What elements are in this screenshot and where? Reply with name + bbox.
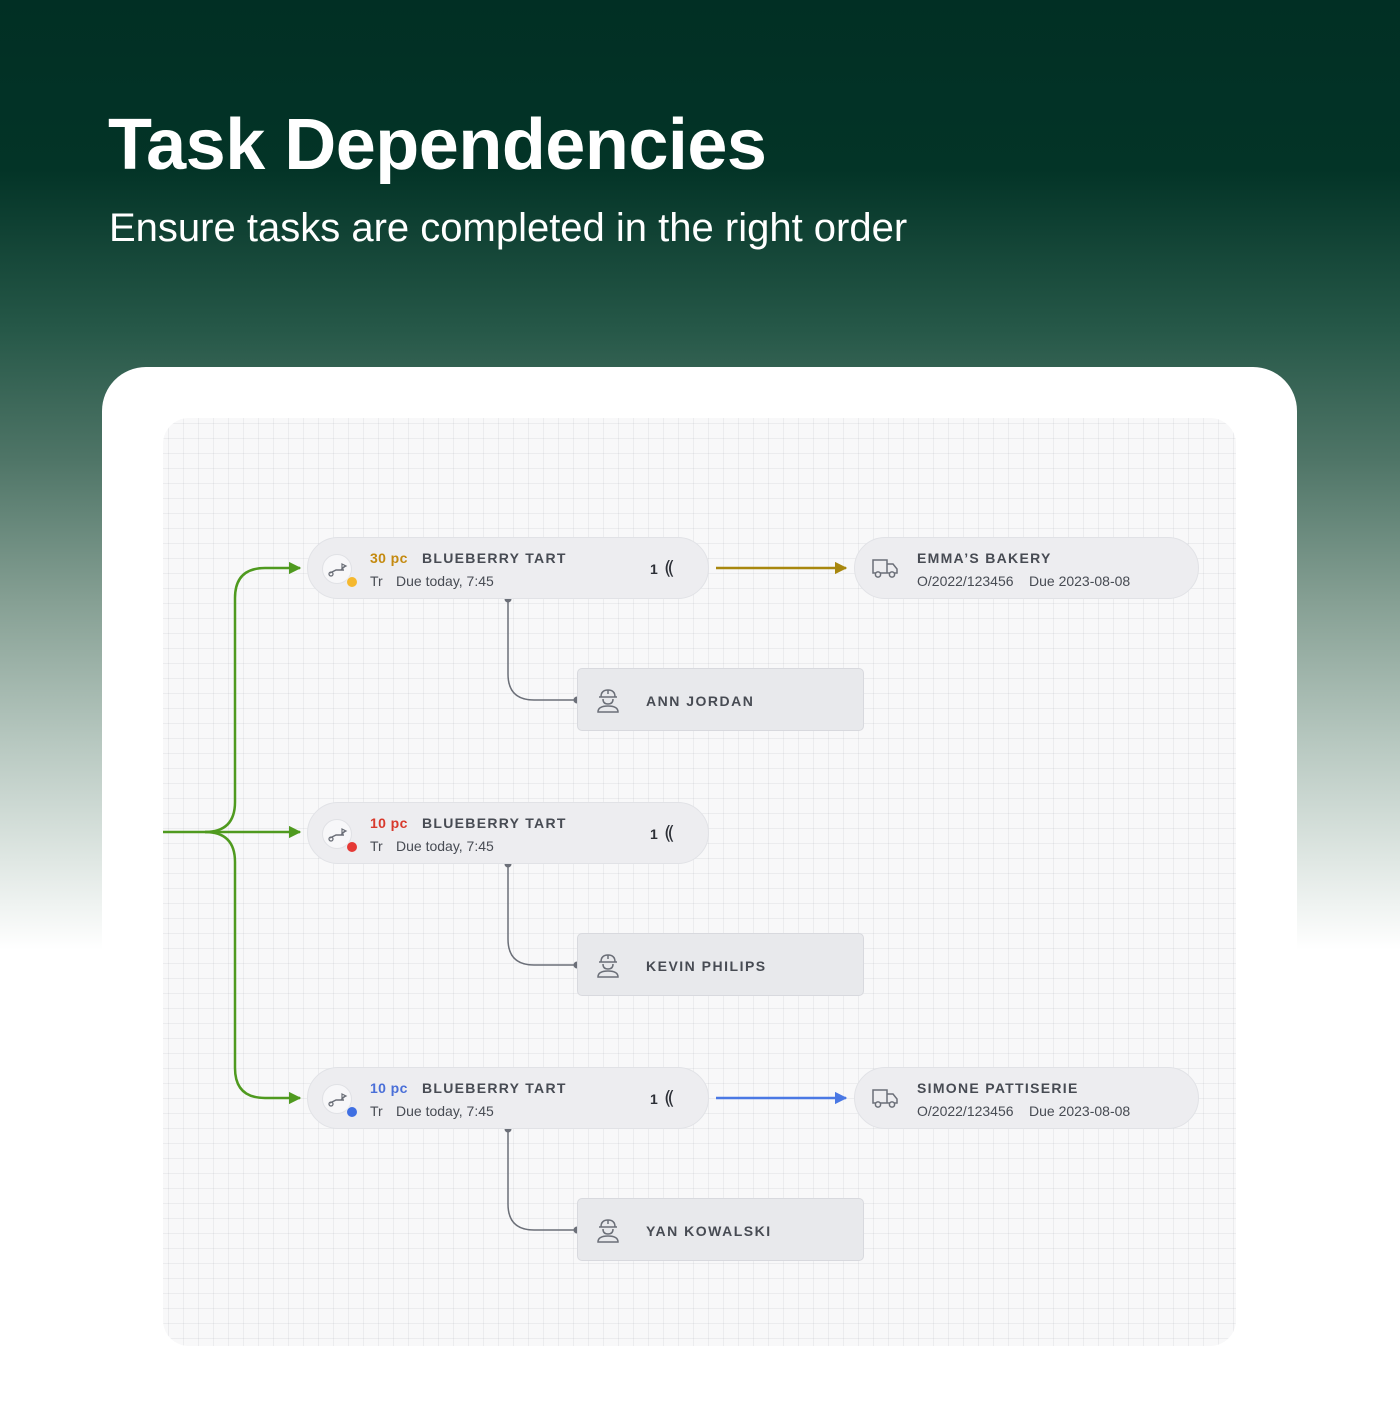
task-product: BLUEBERRY TART	[422, 815, 567, 831]
status-dot	[346, 576, 358, 588]
signal-icon: ((	[664, 557, 675, 579]
order-due: Due 2023-08-08	[1029, 1103, 1131, 1119]
task-product: BLUEBERRY TART	[422, 550, 567, 566]
customer-name: EMMA’S BAKERY	[917, 550, 1052, 566]
task-due: Due today, 7:45	[396, 838, 494, 854]
task-count: 1	[650, 826, 658, 842]
task-tag: Tr	[370, 838, 383, 854]
task-count: 1	[650, 1091, 658, 1107]
task-quantity: 10 pc	[370, 815, 408, 831]
order-number: O/2022/123456	[917, 1103, 1014, 1119]
flow-branch-3	[204, 830, 302, 1105]
truck-icon	[872, 559, 898, 578]
worker-name: YAN KOWALSKI	[646, 1223, 772, 1239]
worker-node[interactable]: ANN JORDAN	[577, 668, 864, 731]
worker-icon	[597, 1219, 619, 1243]
task-due: Due today, 7:45	[396, 573, 494, 589]
customer-node[interactable]: SIMONE PATTISERIE O/2022/123456 Due 2023…	[854, 1067, 1199, 1129]
customer-name: SIMONE PATTISERIE	[917, 1080, 1079, 1096]
worker-name: ANN JORDAN	[646, 693, 755, 709]
order-due: Due 2023-08-08	[1029, 573, 1131, 589]
task-due: Due today, 7:45	[396, 1103, 494, 1119]
flow-branch-1	[204, 561, 302, 834]
signal-icon: ((	[664, 822, 675, 844]
worker-link-2	[507, 864, 577, 966]
dependency-canvas[interactable]: 30 pc BLUEBERRY TART Tr Due today, 7:45 …	[163, 418, 1236, 1346]
worker-icon	[597, 689, 619, 713]
task-product: BLUEBERRY TART	[422, 1080, 567, 1096]
worker-name: KEVIN PHILIPS	[646, 958, 767, 974]
page-title: Task Dependencies	[108, 105, 767, 185]
signal-icon: ((	[664, 1087, 675, 1109]
worker-link-1	[507, 599, 577, 701]
worker-icon	[597, 954, 619, 978]
task-node[interactable]: 10 pc BLUEBERRY TART Tr Due today, 7:45 …	[307, 802, 709, 864]
order-number: O/2022/123456	[917, 573, 1014, 589]
status-dot	[346, 841, 358, 853]
route-icon	[322, 1084, 352, 1114]
worker-node[interactable]: KEVIN PHILIPS	[577, 933, 864, 996]
page-subtitle: Ensure tasks are completed in the right …	[109, 206, 908, 250]
task-tag: Tr	[370, 573, 383, 589]
task-tag: Tr	[370, 1103, 383, 1119]
task-count: 1	[650, 561, 658, 577]
worker-node[interactable]: YAN KOWALSKI	[577, 1198, 864, 1261]
task-node[interactable]: 30 pc BLUEBERRY TART Tr Due today, 7:45 …	[307, 537, 709, 599]
task-quantity: 30 pc	[370, 550, 408, 566]
task-node[interactable]: 10 pc BLUEBERRY TART Tr Due today, 7:45 …	[307, 1067, 709, 1129]
status-dot	[346, 1106, 358, 1118]
customer-node[interactable]: EMMA’S BAKERY O/2022/123456 Due 2023-08-…	[854, 537, 1199, 599]
truck-icon	[872, 1089, 898, 1108]
worker-link-3	[507, 1129, 577, 1231]
task-quantity: 10 pc	[370, 1080, 408, 1096]
